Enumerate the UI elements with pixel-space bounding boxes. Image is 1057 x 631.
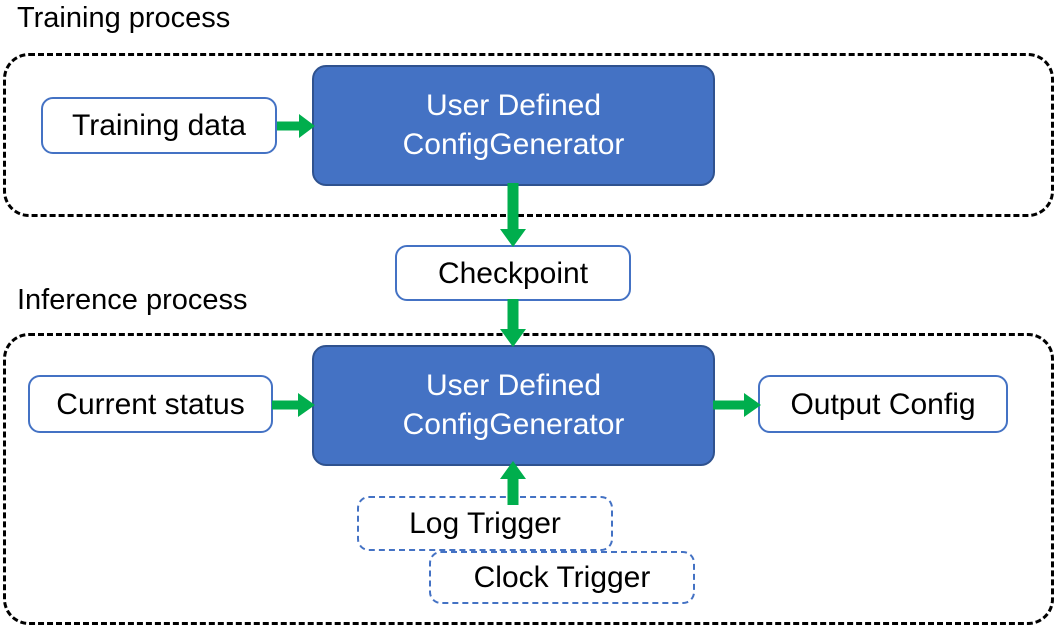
node-udcg-inference-label-line1: User Defined: [425, 369, 602, 403]
inference-process-container: [3, 333, 1054, 625]
node-checkpoint[interactable]: Checkpoint: [395, 245, 631, 301]
node-training-data[interactable]: Training data: [41, 97, 277, 154]
training-process-container: [3, 53, 1054, 217]
node-checkpoint-label: Checkpoint: [437, 256, 589, 290]
node-user-defined-configgenerator-inference[interactable]: User Defined ConfigGenerator: [312, 345, 715, 466]
node-user-defined-configgenerator-training[interactable]: User Defined ConfigGenerator: [312, 65, 715, 186]
node-log-trigger-label: Log Trigger: [409, 506, 561, 540]
node-clock-trigger-label: Clock Trigger: [473, 560, 651, 594]
node-log-trigger[interactable]: Log Trigger: [357, 496, 613, 551]
node-output-config[interactable]: Output Config: [758, 375, 1008, 433]
node-current-status-label: Current status: [56, 387, 245, 421]
node-output-config-label: Output Config: [790, 387, 976, 421]
inference-process-label: Inference process: [17, 284, 248, 316]
node-clock-trigger[interactable]: Clock Trigger: [429, 551, 695, 604]
node-udcg-training-label-line2: ConfigGenerator: [402, 127, 625, 161]
node-training-data-label: Training data: [72, 109, 246, 142]
node-udcg-training-label-line1: User Defined: [425, 89, 602, 123]
training-process-label: Training process: [17, 2, 231, 34]
node-current-status[interactable]: Current status: [28, 375, 273, 433]
node-udcg-inference-label-line2: ConfigGenerator: [402, 407, 625, 441]
